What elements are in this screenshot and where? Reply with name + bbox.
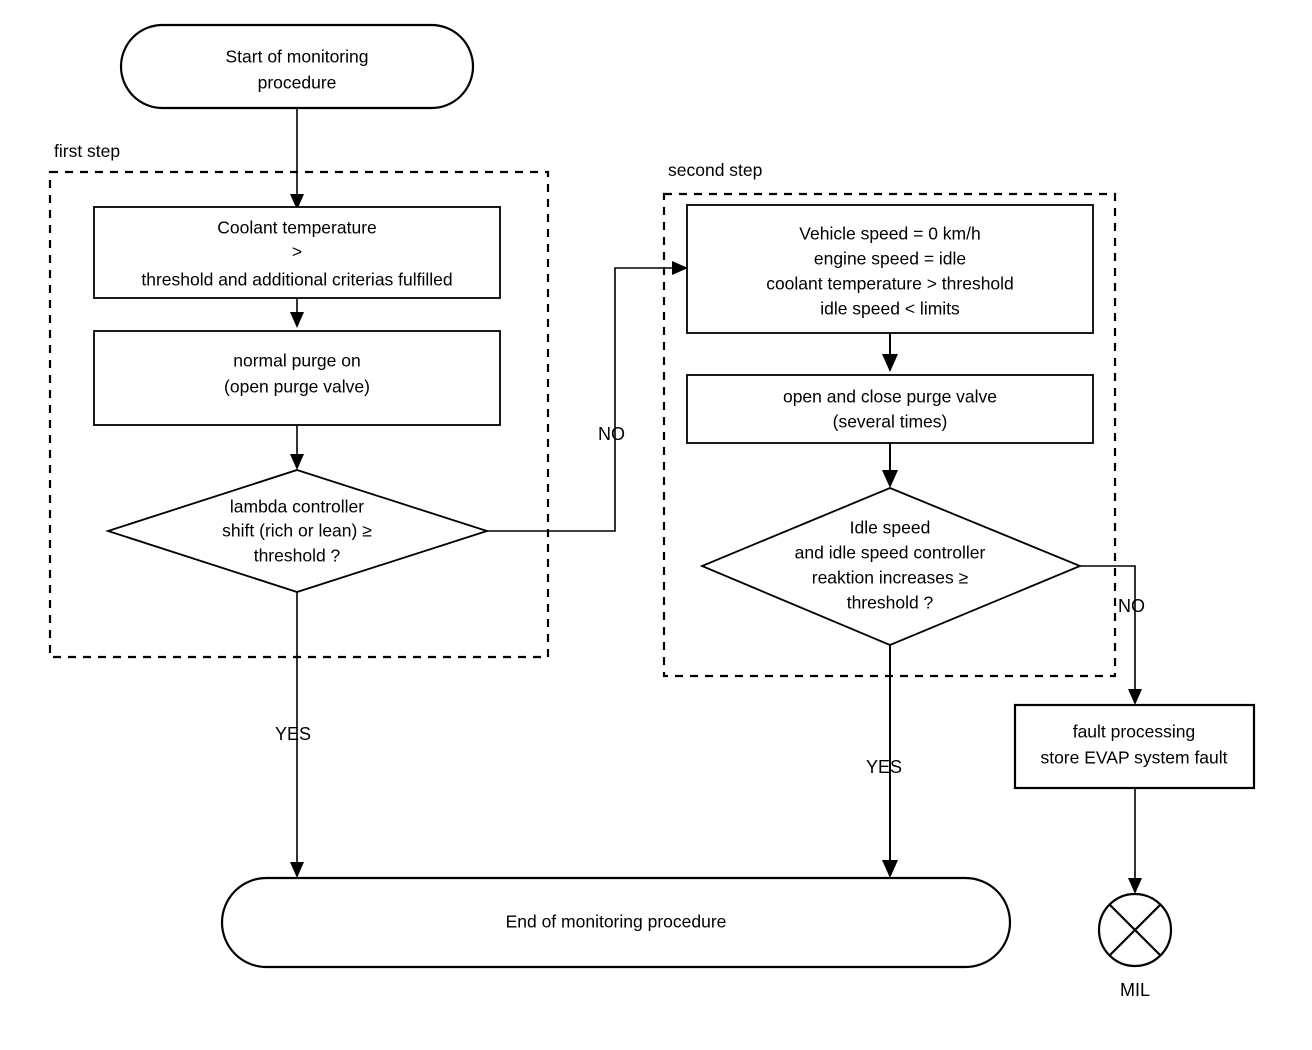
node-idle-decision-shape[interactable] bbox=[699, 487, 1083, 646]
connector-purgecycle-to-idle bbox=[882, 443, 898, 488]
node-purge-cycle-line-1: open and close purge valve bbox=[783, 387, 997, 407]
node-normal-purge-line-1: normal purge on bbox=[233, 351, 360, 371]
node-vehicle-conditions-shape[interactable] bbox=[686, 204, 1094, 334]
node-coolant-temperature-line-1: Coolant temperature bbox=[217, 218, 377, 238]
node-vehicle-conditions-line-1: Vehicle speed = 0 km/h bbox=[799, 224, 980, 244]
node-end-label: End of monitoring procedure bbox=[506, 912, 727, 932]
group-label-second-step: second step bbox=[668, 160, 762, 180]
node-start-shape[interactable] bbox=[119, 23, 475, 110]
connector-fault-to-mil bbox=[1128, 788, 1142, 894]
node-coolant-temperature-line-2: > bbox=[292, 242, 302, 262]
node-fault-processing-shape[interactable] bbox=[1013, 703, 1256, 790]
node-idle-decision-line-4: threshold ? bbox=[847, 593, 934, 613]
node-mil[interactable]: MIL bbox=[1097, 892, 1173, 1000]
connector-vehicle-to-purgecycle bbox=[882, 333, 898, 372]
node-end-shape[interactable] bbox=[220, 876, 1012, 969]
node-vehicle-conditions-line-3: coolant temperature > threshold bbox=[766, 274, 1014, 294]
edge-label-idle-no: NO bbox=[1118, 596, 1145, 616]
node-lambda-decision-shape[interactable] bbox=[105, 469, 490, 593]
node-start[interactable]: Start of monitoring procedure bbox=[119, 23, 475, 110]
connector-purge-to-lambda bbox=[290, 425, 304, 470]
group-label-first-step: first step bbox=[54, 141, 120, 161]
node-idle-decision-line-1: Idle speed bbox=[850, 518, 931, 538]
connector-lambda-no-to-vehicle: NO bbox=[487, 261, 688, 532]
node-idle-decision-line-2: and idle speed controller bbox=[795, 543, 986, 563]
node-lambda-decision-line-2: shift (rich or lean) ≥ bbox=[222, 521, 372, 541]
node-idle-decision-line-3: reaktion increases ≥ bbox=[812, 568, 969, 588]
node-idle-decision[interactable]: Idle speed and idle speed controller rea… bbox=[699, 487, 1083, 646]
node-purge-cycle[interactable]: open and close purge valve (several time… bbox=[686, 374, 1094, 444]
node-normal-purge-shape[interactable] bbox=[93, 330, 501, 426]
node-purge-cycle-line-2: (several times) bbox=[833, 412, 948, 432]
node-coolant-temperature-line-3: threshold and additional criterias fulfi… bbox=[141, 270, 452, 290]
edge-label-lambda-yes: YES bbox=[275, 724, 311, 744]
node-lambda-decision-line-3: threshold ? bbox=[254, 546, 341, 566]
node-vehicle-conditions[interactable]: Vehicle speed = 0 km/h engine speed = id… bbox=[686, 204, 1094, 334]
node-normal-purge[interactable]: normal purge on (open purge valve) bbox=[93, 330, 501, 426]
node-mil-label: MIL bbox=[1120, 980, 1150, 1000]
node-normal-purge-line-2: (open purge valve) bbox=[224, 377, 370, 397]
connector-start-to-coolant bbox=[290, 108, 304, 210]
node-fault-processing[interactable]: fault processing store EVAP system fault bbox=[1013, 703, 1256, 790]
node-vehicle-conditions-line-2: engine speed = idle bbox=[814, 249, 966, 269]
node-purge-cycle-shape[interactable] bbox=[686, 374, 1094, 444]
node-coolant-temperature-shape[interactable] bbox=[93, 206, 501, 299]
edge-label-lambda-no: NO bbox=[598, 424, 625, 444]
node-fault-processing-line-2: store EVAP system fault bbox=[1040, 748, 1227, 768]
mil-cross-icon bbox=[1109, 904, 1161, 956]
node-coolant-temperature[interactable]: Coolant temperature > threshold and addi… bbox=[93, 206, 501, 299]
node-vehicle-conditions-line-4: idle speed < limits bbox=[820, 299, 960, 319]
node-start-line-2: procedure bbox=[258, 73, 337, 93]
node-end[interactable]: End of monitoring procedure bbox=[220, 876, 1012, 969]
connector-idle-no-to-fault: NO bbox=[1080, 565, 1145, 705]
group-first-step: first step bbox=[48, 141, 550, 659]
edge-label-idle-yes: YES bbox=[866, 757, 902, 777]
connector-idle-yes-to-end: YES bbox=[866, 645, 902, 878]
node-lambda-decision-line-1: lambda controller bbox=[230, 497, 364, 517]
node-fault-processing-line-1: fault processing bbox=[1073, 722, 1196, 742]
connector-coolant-to-purge bbox=[290, 298, 304, 328]
group-boundary-first-step bbox=[48, 170, 550, 659]
node-start-line-1: Start of monitoring bbox=[226, 47, 369, 67]
node-lambda-decision[interactable]: lambda controller shift (rich or lean) ≥… bbox=[105, 469, 490, 593]
connector-lambda-yes-to-end: YES bbox=[275, 592, 311, 878]
